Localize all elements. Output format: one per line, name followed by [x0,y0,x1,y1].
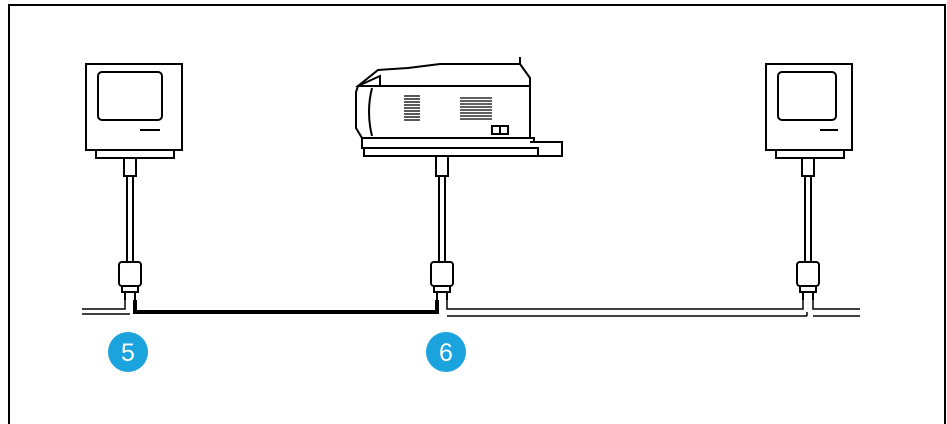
callout-5: 5 [108,332,148,372]
callout-5-label: 5 [121,339,135,367]
cable-printer [431,156,453,300]
network-trunk-highlighted [135,300,437,312]
computer-left-icon [86,64,182,158]
network-trunk-left [82,300,130,314]
callout-6: 6 [426,332,466,372]
cable-right [797,158,819,300]
computer-right-icon [766,64,852,158]
callout-6-label: 6 [439,339,453,367]
cable-left [119,158,141,300]
network-trunk-right [447,300,860,316]
printer-icon [356,57,562,156]
